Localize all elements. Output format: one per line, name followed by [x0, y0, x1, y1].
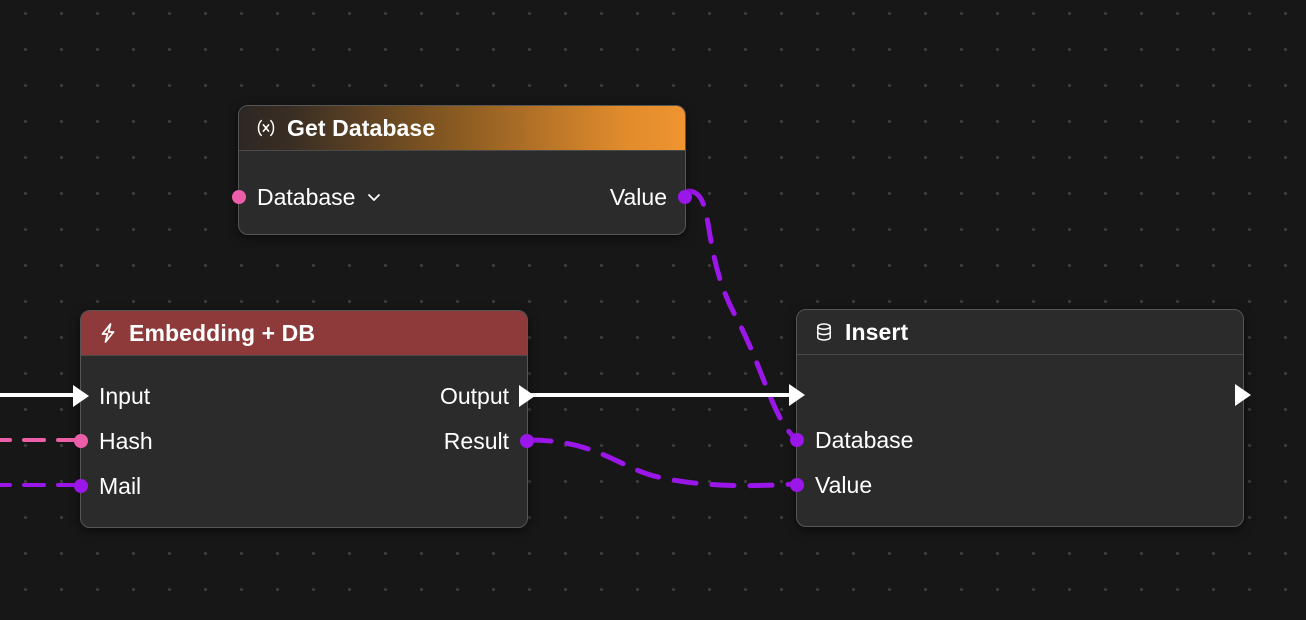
- pin-row-database-input[interactable]: Database: [232, 182, 383, 212]
- node-embedding-db[interactable]: Embedding + DB Input Hash Mail Output: [73, 310, 535, 528]
- edge-value-to-insert-database: [685, 188, 799, 442]
- pin-label-hash: Hash: [99, 427, 153, 454]
- pin-row-input[interactable]: Input: [73, 381, 151, 411]
- database-icon: [813, 321, 835, 343]
- pin-dot-value[interactable]: [678, 190, 692, 204]
- pin-exec-out[interactable]: [1235, 384, 1251, 406]
- node-insert-body: Database Value: [789, 355, 1251, 527]
- pin-exec-output[interactable]: [519, 385, 535, 407]
- pin-row-exec-in[interactable]: [789, 380, 815, 410]
- pin-label-value: Value: [815, 471, 873, 498]
- pin-row-hash[interactable]: Hash: [74, 426, 153, 456]
- pin-label-input: Input: [99, 382, 151, 409]
- node-insert[interactable]: Insert Database Value: [789, 309, 1251, 527]
- pin-label-database: Database: [815, 426, 914, 453]
- pin-dot-value[interactable]: [790, 478, 804, 492]
- pin-dot-database[interactable]: [790, 433, 804, 447]
- variable-get-icon: [255, 117, 277, 139]
- node-insert-header[interactable]: Insert: [797, 310, 1243, 355]
- node-title: Insert: [845, 318, 909, 345]
- node-title: Embedding + DB: [129, 319, 316, 346]
- chevron-down-icon[interactable]: [365, 188, 383, 206]
- pin-dot-hash[interactable]: [74, 434, 88, 448]
- pin-label-mail: Mail: [99, 472, 142, 499]
- pin-row-value-output[interactable]: Value: [609, 182, 692, 212]
- pin-label-value: Value: [609, 183, 667, 210]
- node-get-database-body: Database Value: [232, 151, 692, 235]
- node-embedding-db-header[interactable]: Embedding + DB: [81, 311, 527, 356]
- node-embedding-db-body: Input Hash Mail Output Result: [73, 356, 535, 528]
- node-get-database[interactable]: Get Database Database Value: [232, 105, 692, 235]
- lightning-bolt-icon: [97, 322, 119, 344]
- pin-exec-in[interactable]: [789, 384, 805, 406]
- pin-row-mail[interactable]: Mail: [74, 471, 142, 501]
- pin-exec-input[interactable]: [73, 385, 89, 407]
- node-title: Get Database: [287, 114, 436, 141]
- pin-dot-database[interactable]: [232, 190, 246, 204]
- pin-row-database[interactable]: Database: [790, 425, 914, 455]
- pin-dot-mail[interactable]: [74, 479, 88, 493]
- pin-row-value[interactable]: Value: [790, 470, 873, 500]
- pin-label-output: Output: [439, 382, 509, 409]
- pin-label-database: Database: [257, 183, 356, 210]
- node-get-database-header[interactable]: Get Database: [239, 106, 685, 151]
- pin-row-exec-out[interactable]: [1225, 380, 1251, 410]
- pin-row-result[interactable]: Result: [443, 426, 534, 456]
- edge-result-to-insert-value: [526, 437, 799, 489]
- pin-row-output[interactable]: Output: [439, 381, 535, 411]
- pin-dot-result[interactable]: [520, 434, 534, 448]
- pin-label-result: Result: [443, 427, 509, 454]
